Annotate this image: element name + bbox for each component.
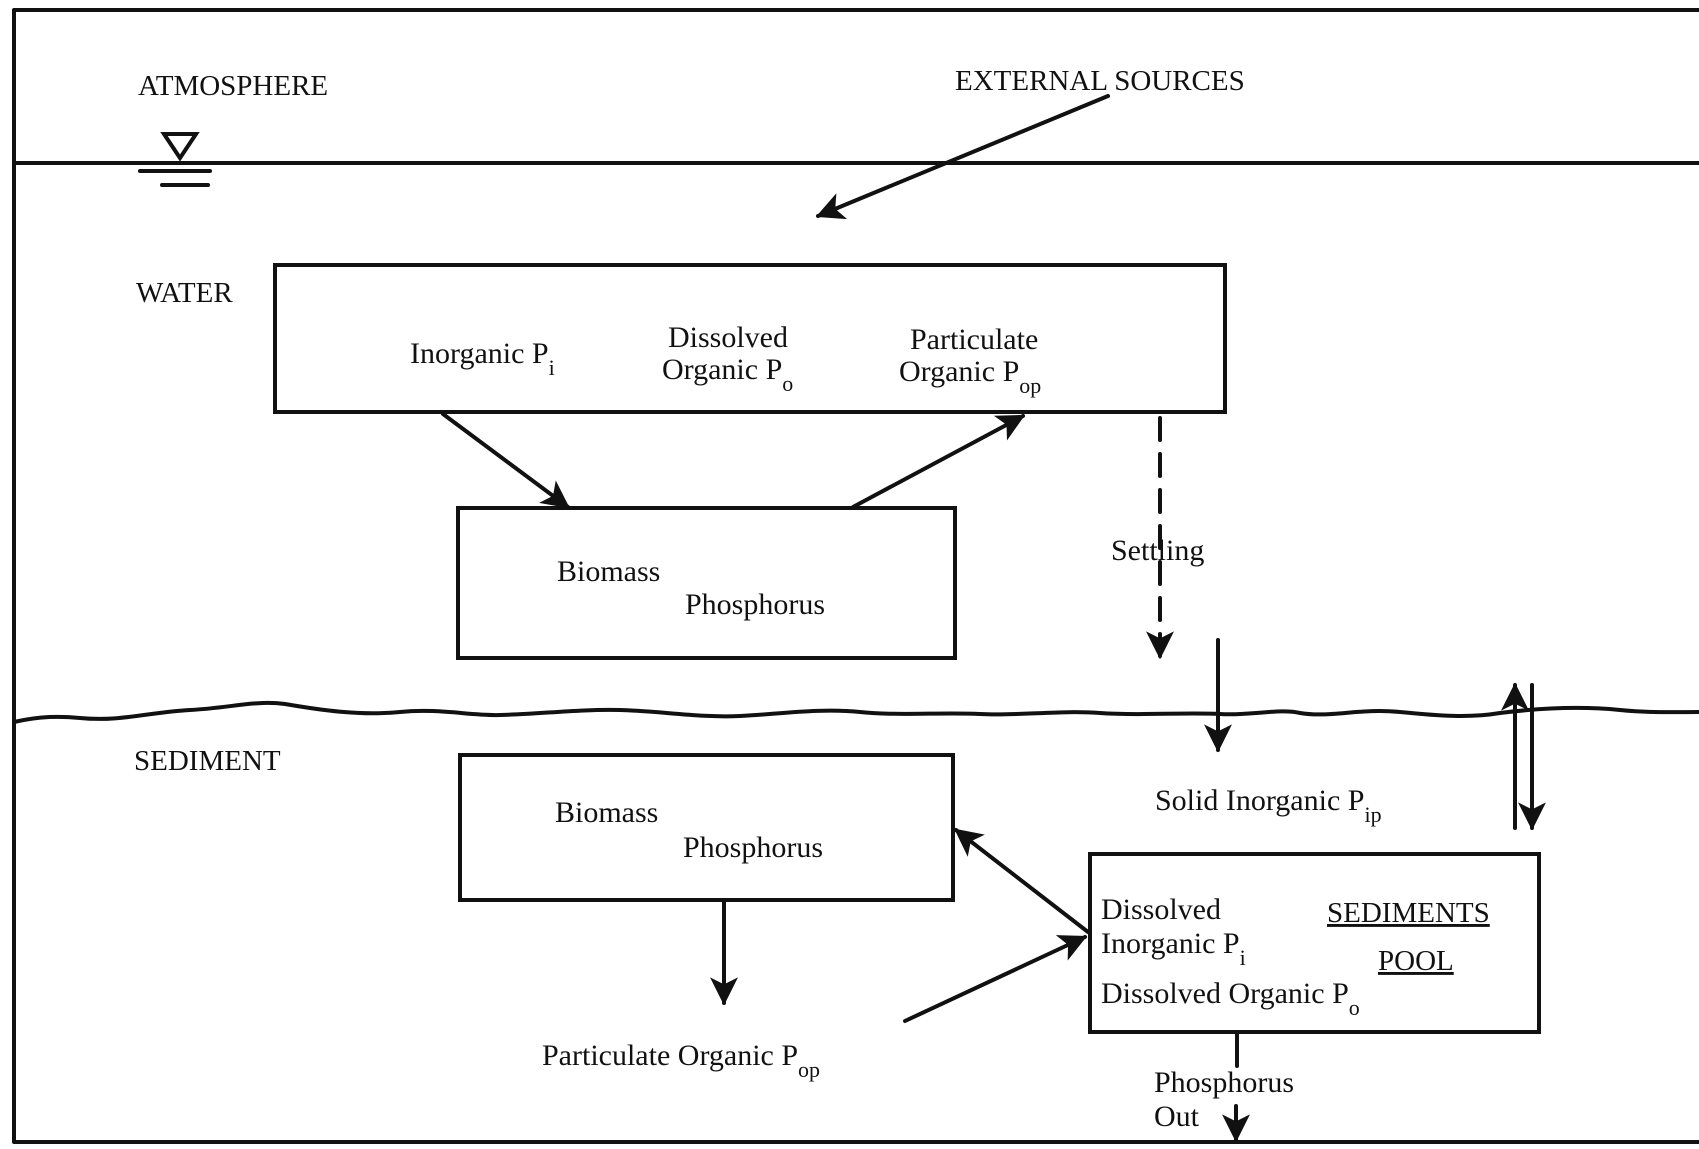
sediment-boundary-line <box>12 700 1699 724</box>
pool-to-biomass-arrow <box>954 828 1090 934</box>
phosphorus-out-label-line1: Phosphorus <box>1154 1066 1294 1099</box>
external-sources-arrow <box>815 94 1110 220</box>
sediment-phosphorus-label: Phosphorus <box>683 831 823 864</box>
pool-dissolved-label: Dissolved <box>1101 893 1221 926</box>
water-particulate-organic-p-label: Organic Pop <box>899 355 1041 398</box>
sediment-particulate-organic-p-label: Particulate Organic Pop <box>542 1039 820 1082</box>
water-phosphorus-label: Phosphorus <box>685 588 825 621</box>
pool-dissolved-organic-p-label: Dissolved Organic Po <box>1101 977 1360 1020</box>
sediment-label: SEDIMENT <box>134 745 281 777</box>
water-biomass-label: Biomass <box>557 555 660 588</box>
sediment-biomass-box <box>458 753 955 902</box>
uptake-arrow <box>441 412 570 509</box>
sediment-biomass-label: Biomass <box>555 796 658 829</box>
water-biomass-box <box>456 506 957 660</box>
water-dissolved-organic-p-label: Organic Po <box>662 353 793 396</box>
water-dissolved-label: Dissolved <box>668 321 788 354</box>
water-label: WATER <box>136 277 233 309</box>
pool-heading-sediments: SEDIMENTS <box>1327 897 1490 929</box>
water-level-icon <box>138 132 212 187</box>
atmosphere-label: ATMOSPHERE <box>138 70 328 102</box>
diagram-frame <box>12 8 1699 1144</box>
phosphorus-out-label-line2: Out <box>1154 1100 1200 1133</box>
water-particulate-label: Particulate <box>910 323 1038 356</box>
solid-inorganic-p-label: Solid Inorganic Pip <box>1155 784 1382 827</box>
release-arrow <box>851 414 1026 509</box>
sediments-pool-box <box>1088 852 1541 1034</box>
pool-dissolved-inorganic-p-label: Inorganic Pi <box>1101 927 1246 970</box>
water-inorganic-p-label: Inorganic Pi <box>410 337 555 380</box>
settling-label: Settling <box>1111 534 1204 567</box>
particulate-to-pool-arrow <box>903 935 1088 1023</box>
external-sources-label: EXTERNAL SOURCES <box>955 65 1245 97</box>
water-phosphorus-box <box>273 263 1227 414</box>
pool-heading-pool: POOL <box>1378 945 1454 977</box>
